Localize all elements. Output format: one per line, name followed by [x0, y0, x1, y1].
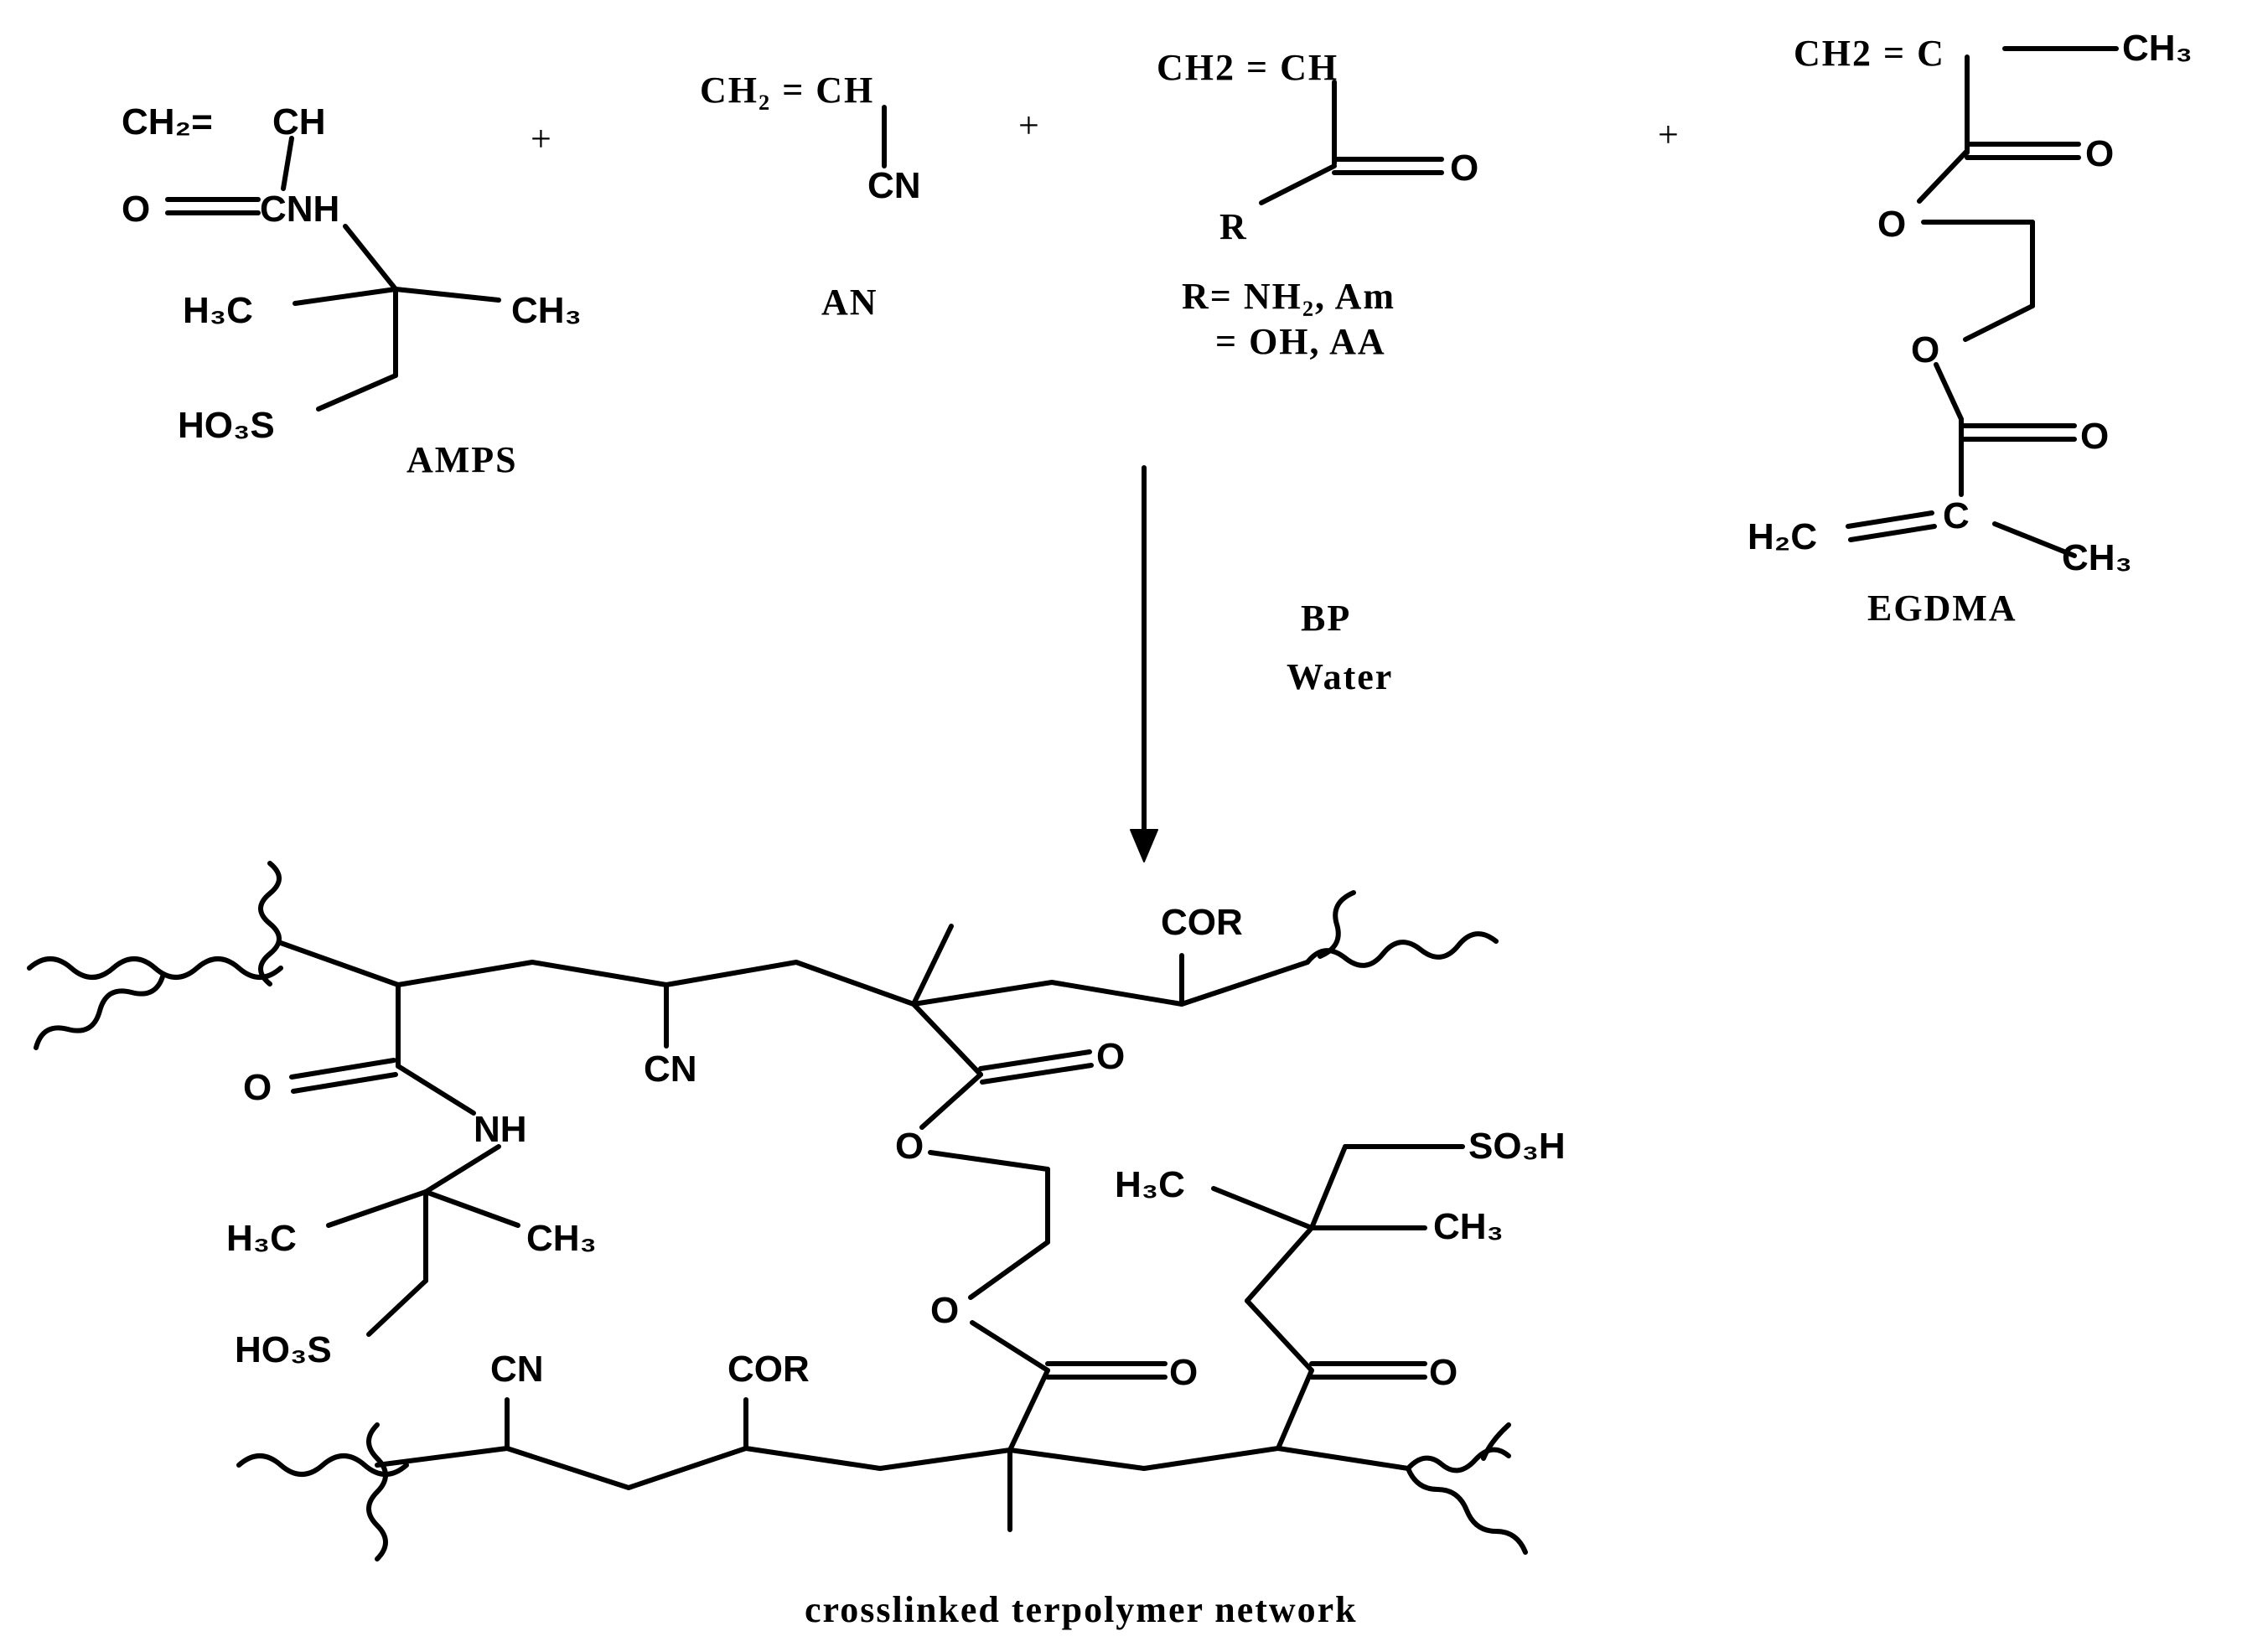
amps-oxygen-label: O [122, 189, 150, 230]
amps-name: AMPS [406, 439, 518, 480]
product-link-o-1: O [895, 1126, 924, 1167]
egdma-ch3-bottom-label: CH₃ [2062, 537, 2132, 578]
product-cn-bottom: CN [490, 1349, 544, 1390]
amps-ch2-label: CH₂= [122, 101, 213, 142]
product-caption: crosslinked terpolymer network [805, 1589, 1358, 1630]
amps-ch3-label: CH₃ [511, 290, 582, 331]
egdma-h2c-label: H₂C [1748, 516, 1817, 557]
an-cn-label: CN [867, 165, 921, 206]
egdma-ester-o-2: O [1911, 329, 1939, 370]
product-ester-o-2: O [1169, 1352, 1198, 1393]
an-structure: CH₂ = CH CN AN [700, 70, 921, 323]
egdma-structure: CH2 = C CH₃ O O O O H₂C C CH₃ EGDMA [1748, 28, 2193, 629]
product-link-o-2: O [930, 1290, 959, 1331]
amps-cnh-label: CNH [260, 189, 339, 230]
amps-ho3s-label: HO₃S [178, 405, 275, 446]
amps-h3c-label: H₃C [183, 290, 253, 331]
product-ch3-2: CH₃ [1433, 1206, 1504, 1247]
product-cor-top: COR [1161, 902, 1243, 943]
egdma-ester-o-1: O [1877, 204, 1906, 245]
plus-sign-1: + [531, 118, 551, 159]
product-nh: NH [474, 1109, 527, 1150]
acryl-monomer-structure: CH2 = CH O R R= NH₂, Am = OH, AA [1157, 47, 1478, 362]
product-ester-o-1: O [1096, 1036, 1125, 1077]
acryl-oxygen-label: O [1450, 148, 1478, 189]
polymer-network-structure [27, 861, 1528, 1561]
polymer-network-labels: COR CN O NH H₃C CH₃ HO₃S O O O O H₃C CH₃… [226, 902, 1566, 1630]
acryl-ch2-ch-label: CH2 = CH [1157, 47, 1338, 88]
egdma-name: EGDMA [1867, 588, 2017, 629]
amps-ch-label: CH [272, 101, 326, 142]
solvent-label: Water [1287, 656, 1393, 697]
product-cor-bottom: COR [727, 1349, 810, 1390]
reaction-arrow [1130, 465, 1158, 862]
product-ho3s: HO₃S [235, 1329, 332, 1370]
product-h3c-1: H₃C [226, 1218, 297, 1259]
product-so3h: SO₃H [1468, 1126, 1566, 1167]
egdma-carbonyl-o-1: O [2085, 133, 2114, 174]
an-ch2-ch-label: CH₂ = CH [700, 70, 874, 111]
product-cn-top: CN [644, 1049, 697, 1090]
acryl-r-definition-2: = OH, AA [1215, 321, 1386, 362]
egdma-ch3-top-label: CH₃ [2122, 28, 2193, 69]
acryl-r-definition-1: R= NH₂, Am [1182, 276, 1395, 317]
egdma-ch2-c-label: CH2 = C [1794, 33, 1945, 74]
egdma-c-label: C [1943, 495, 1970, 536]
product-amide-o: O [243, 1067, 272, 1108]
an-name: AN [821, 282, 878, 323]
initiator-label: BP [1301, 598, 1351, 639]
plus-sign-3: + [1658, 114, 1679, 155]
amps-structure: CH₂= CH O CNH H₃C CH₃ HO₃S AMPS [122, 101, 582, 480]
product-ketone-o: O [1429, 1352, 1458, 1393]
product-h3c-2: H₃C [1115, 1164, 1185, 1205]
egdma-carbonyl-o-2: O [2080, 416, 2109, 457]
acryl-r-label: R [1219, 206, 1248, 247]
product-ch3-1: CH₃ [526, 1218, 597, 1259]
plus-sign-2: + [1018, 105, 1039, 146]
